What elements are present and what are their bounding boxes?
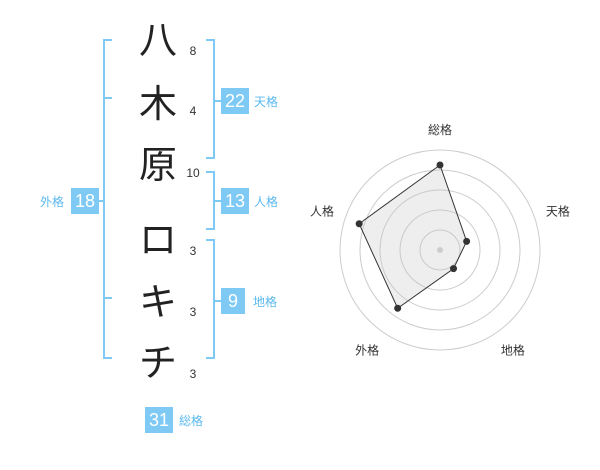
- radar-point-2: [463, 237, 471, 245]
- gaikaku-label: 外格: [40, 195, 65, 209]
- radar-point-4: [394, 304, 402, 312]
- name-char-4: ロ: [138, 218, 177, 262]
- gaikaku-bracket: [103, 39, 112, 359]
- gaikaku-badge: 18: [71, 188, 99, 214]
- radar-center: [437, 247, 443, 253]
- radar-axis-label: 人格: [310, 204, 334, 219]
- radar-axis-label: 外格: [355, 342, 379, 357]
- stroke-count-5: 3: [189, 305, 197, 319]
- name-char-6: チ: [138, 341, 177, 385]
- soukaku-label: 総格: [179, 414, 204, 428]
- radar-point-5: [355, 220, 363, 228]
- chikaku-badge: 9: [221, 288, 245, 314]
- radar-ring: [379, 189, 501, 311]
- radar-axis-label: 総格: [428, 122, 452, 137]
- stroke-count-2: 4: [189, 104, 197, 118]
- jinkaku-label: 人格: [254, 195, 279, 209]
- soukaku-badge: 31: [145, 407, 173, 433]
- radar-ring: [359, 169, 521, 331]
- radar-point-1: [436, 161, 444, 169]
- name-char-1: 八: [138, 18, 177, 62]
- radar-axis-label: 地格: [501, 342, 525, 357]
- name-char-2: 木: [138, 82, 177, 126]
- name-char-5: キ: [138, 280, 177, 324]
- jinkaku-badge: 13: [221, 188, 249, 214]
- tenkaku-badge: 22: [221, 88, 249, 114]
- radar-ring: [399, 209, 481, 291]
- chikaku-bracket: [206, 239, 215, 359]
- stroke-count-4: 3: [189, 244, 197, 258]
- stroke-count-3: 10: [186, 166, 200, 180]
- name-char-3: 原: [138, 143, 177, 187]
- stroke-count-6: 3: [189, 367, 197, 381]
- radar-ring: [419, 229, 461, 271]
- radar-area: [358, 164, 468, 310]
- radar-ring: [339, 149, 541, 351]
- tenkaku-label: 天格: [254, 95, 279, 109]
- stroke-count-1: 8: [189, 44, 197, 58]
- chikaku-label: 地格: [253, 295, 278, 309]
- tenkaku-bracket: [206, 39, 215, 159]
- radar-axis-label: 天格: [546, 204, 570, 219]
- radar-point-3: [450, 265, 458, 273]
